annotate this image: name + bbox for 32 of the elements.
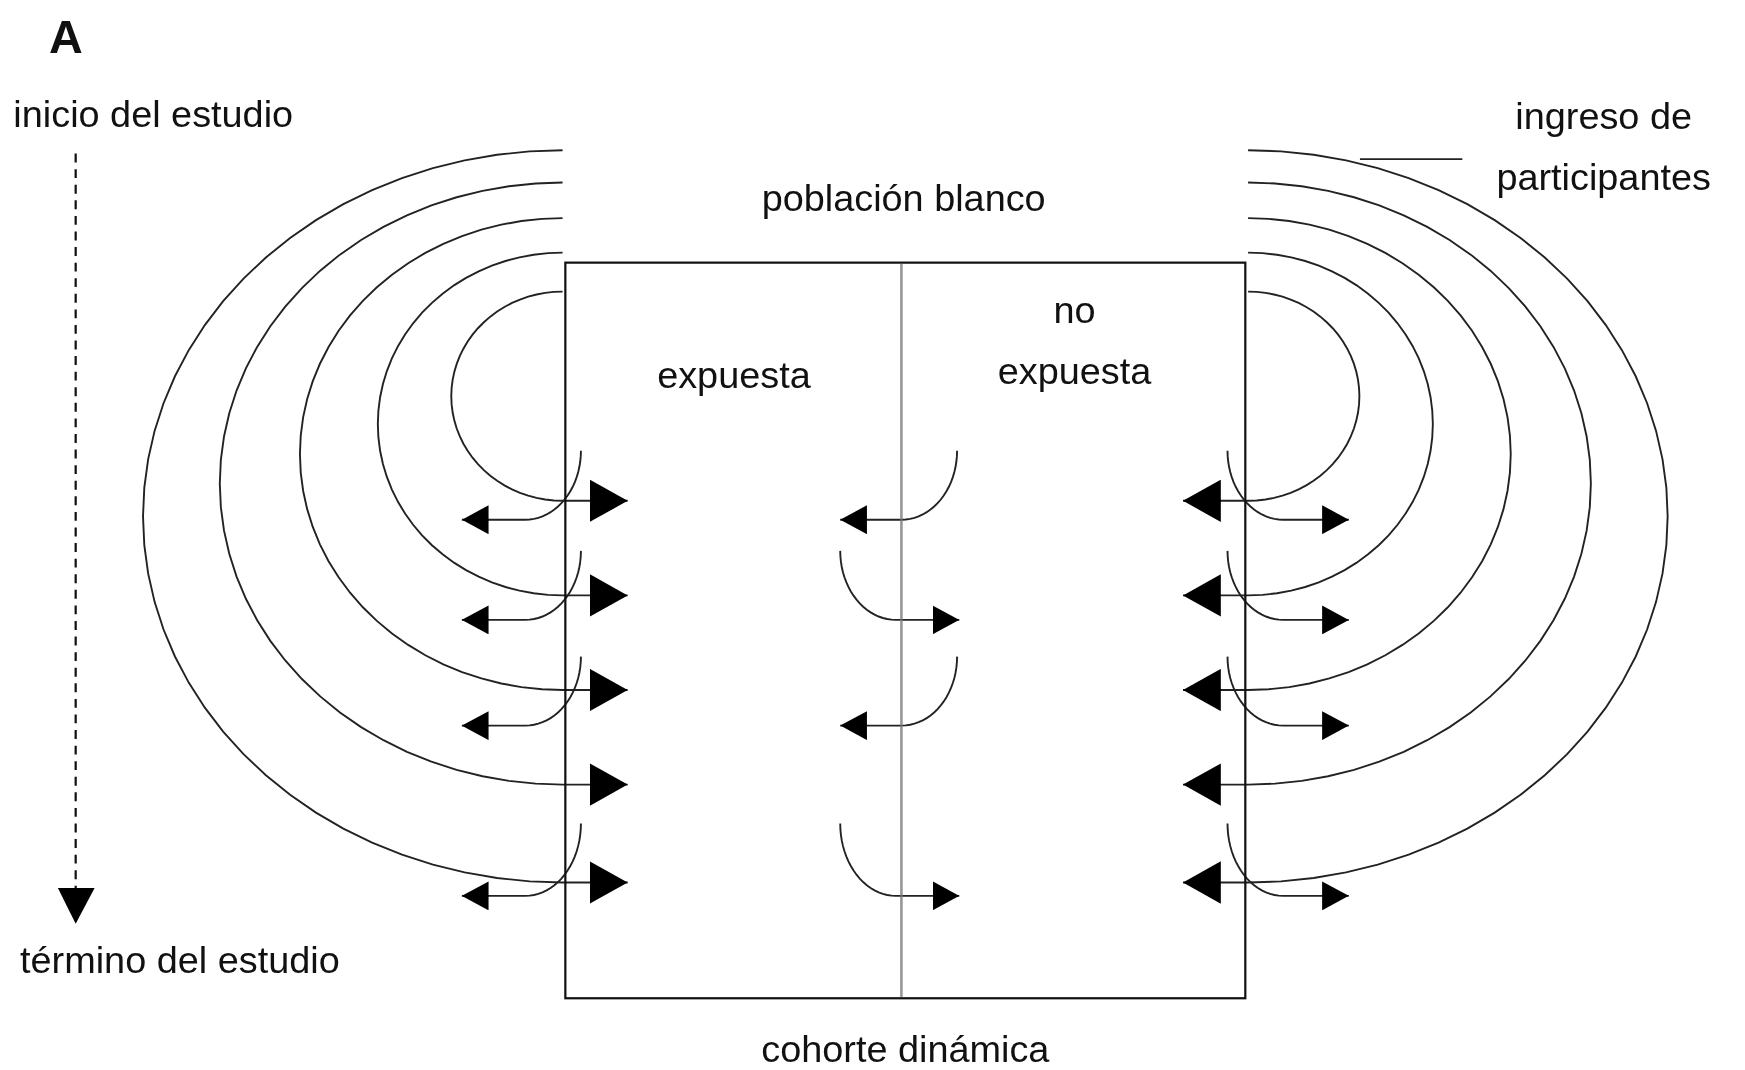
entry-arrow (1182, 181, 1592, 806)
entry-arrow (450, 290, 629, 522)
curved-arrow (460, 549, 582, 635)
time-label: inicio del estudio (13, 91, 294, 136)
curved-arrow (1226, 549, 1350, 635)
curved-arrow (839, 822, 961, 911)
curved-arrow (460, 822, 582, 911)
entry-arrow (1182, 290, 1361, 522)
cohort-box (564, 261, 1247, 1000)
group-label: expuesta (656, 352, 812, 399)
leader-line (1359, 158, 1464, 161)
curved-arrow (460, 655, 582, 741)
entry-arrow (218, 181, 629, 806)
node-label: cohorte dinámica (760, 1026, 1051, 1070)
entry-arrow (298, 217, 629, 712)
curved-arrow (1226, 655, 1350, 741)
participant-entry-label: ingreso de participantes (1462, 84, 1745, 210)
panel-letter: A (48, 15, 83, 61)
time-label: término del estudio (20, 937, 340, 982)
curved-arrow (1226, 822, 1350, 911)
group-label: no expuesta (996, 287, 1153, 394)
curved-arrow (839, 549, 961, 635)
entry-arrow (1182, 217, 1512, 712)
curved-arrow (1226, 449, 1350, 535)
curved-arrow (839, 449, 959, 535)
curved-arrow (460, 449, 582, 535)
entry-arrow (142, 149, 629, 904)
entry-arrow (1182, 251, 1434, 617)
population-label: población blanco (760, 175, 1047, 221)
entry-arrow (1182, 149, 1669, 904)
entry-arrow (376, 251, 629, 617)
curved-arrow (839, 655, 959, 741)
